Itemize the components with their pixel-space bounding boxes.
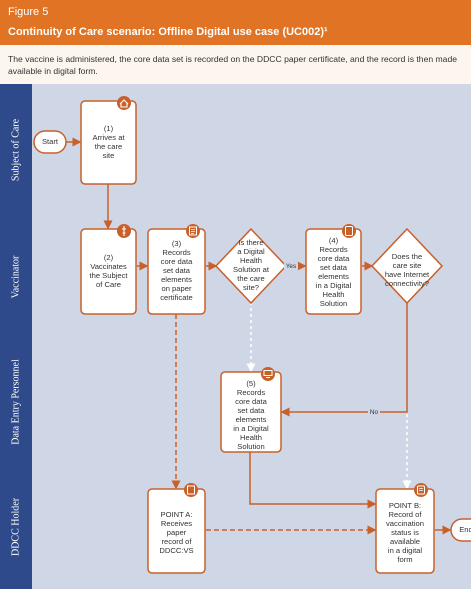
lane-vaccinator: Vaccinator — [0, 215, 32, 340]
decision-internet-diamond — [370, 227, 444, 305]
point-b-box — [375, 488, 435, 574]
certificate-icon — [184, 483, 198, 497]
figure-header: Figure 5 Continuity of Care scenario: Of… — [0, 0, 471, 45]
figure-title: Continuity of Care scenario: Offline Dig… — [8, 26, 328, 38]
figure-label: Figure 5 — [8, 6, 49, 18]
point-b-label: POINT B: Record of vaccination status is… — [386, 501, 424, 564]
yes-label-bg — [284, 262, 298, 271]
record-paper-box — [147, 228, 206, 315]
digital-record-icon — [414, 483, 428, 497]
no-edge-label: No — [369, 409, 379, 416]
figure-description: The vaccine is administered, the core da… — [8, 54, 458, 76]
record-digital-label: (4) Records core data set data elements … — [315, 236, 352, 308]
end-node — [450, 518, 471, 542]
edge-internet-no — [280, 302, 408, 417]
computer-icon — [261, 367, 275, 381]
flowchart-diagram — [33, 96, 471, 574]
vaccinate-label: (2) Vaccinates the Subject of Care — [89, 253, 128, 289]
start-label: Start — [41, 137, 59, 146]
edge-data-entry-to-point-b — [249, 451, 377, 509]
decision-dhs-label: Is there a Digital Health Solution at th… — [233, 238, 269, 292]
arrive-box — [80, 100, 137, 185]
data-entry-label: (5) Records core data set data elements … — [233, 379, 269, 451]
lane-data-entry-personnel: Data Entry Personnel — [0, 339, 32, 465]
yes-edge-label: Yes — [285, 263, 297, 270]
lane-subject-of-care: Subject of Care — [0, 84, 32, 216]
no-label-bg — [368, 408, 380, 417]
data-entry-box — [220, 371, 282, 453]
decision-dhs-diamond — [214, 227, 288, 305]
record-paper-label: (3) Records core data set data elements … — [160, 239, 193, 302]
point-a-label: POINT A: Receives paper record of DDCC:V… — [159, 510, 194, 555]
document-icon — [186, 224, 200, 238]
start-node — [33, 130, 67, 154]
swimlane-area: Subject of Care Vaccinator Data Entry Pe… — [0, 84, 471, 590]
decision-internet-label: Does the care site have Internet connect… — [384, 252, 430, 288]
point-a-box — [147, 488, 206, 574]
arrive-label: (1) Arrives at the care site — [92, 124, 125, 160]
end-label: End — [459, 525, 471, 534]
syringe-icon — [117, 224, 131, 238]
home-icon — [117, 96, 131, 110]
vaccinate-box — [80, 228, 137, 315]
tablet-icon — [342, 224, 356, 238]
record-digital-box — [305, 228, 362, 315]
